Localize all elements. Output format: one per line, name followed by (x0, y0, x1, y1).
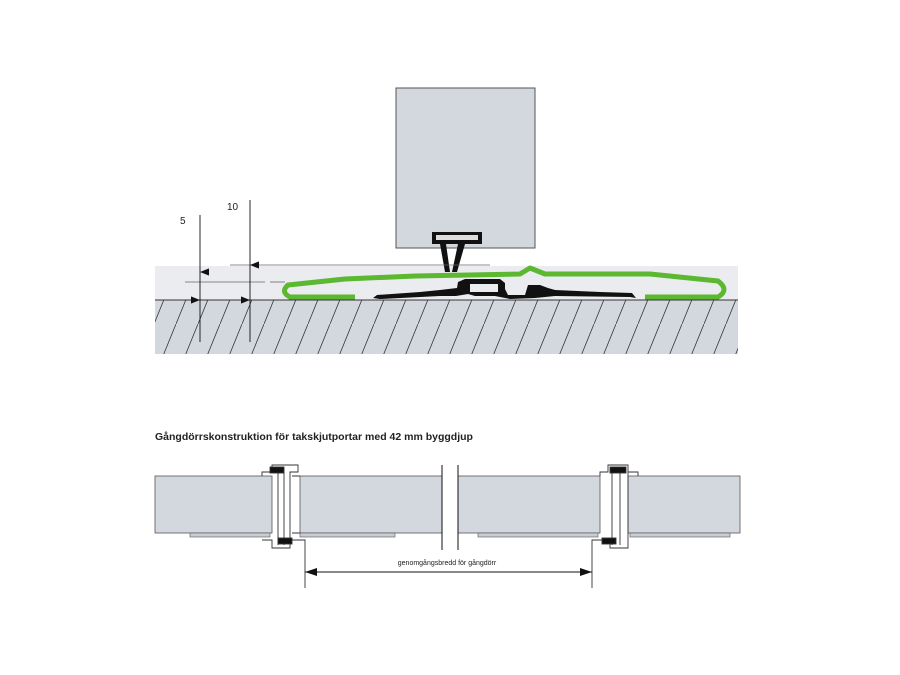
floor-section (155, 266, 738, 354)
black-profile (373, 279, 636, 299)
panel-door-right (457, 475, 601, 534)
panel-left (154, 475, 273, 534)
panel-door-left (299, 475, 443, 534)
threshold-profile (282, 265, 727, 300)
dim-5-label: 5 (180, 216, 186, 227)
section-title: Gångdörrskonstruktion för takskjutportar… (155, 431, 473, 443)
door-frame-right (591, 464, 639, 588)
door-frame-left (261, 464, 306, 588)
floor-hatching (155, 300, 738, 354)
passage-width-dimension: genomgångsbredd för gångdörr (305, 559, 592, 576)
dim-10-label: 10 (227, 202, 239, 213)
door-panel (395, 87, 536, 272)
dimension-lines: 5 10 (180, 200, 490, 342)
green-seal (282, 265, 727, 300)
gate-panels (154, 465, 741, 550)
panel-right (627, 475, 741, 534)
passage-width-label: genomgångsbredd för gångdörr (398, 559, 497, 567)
